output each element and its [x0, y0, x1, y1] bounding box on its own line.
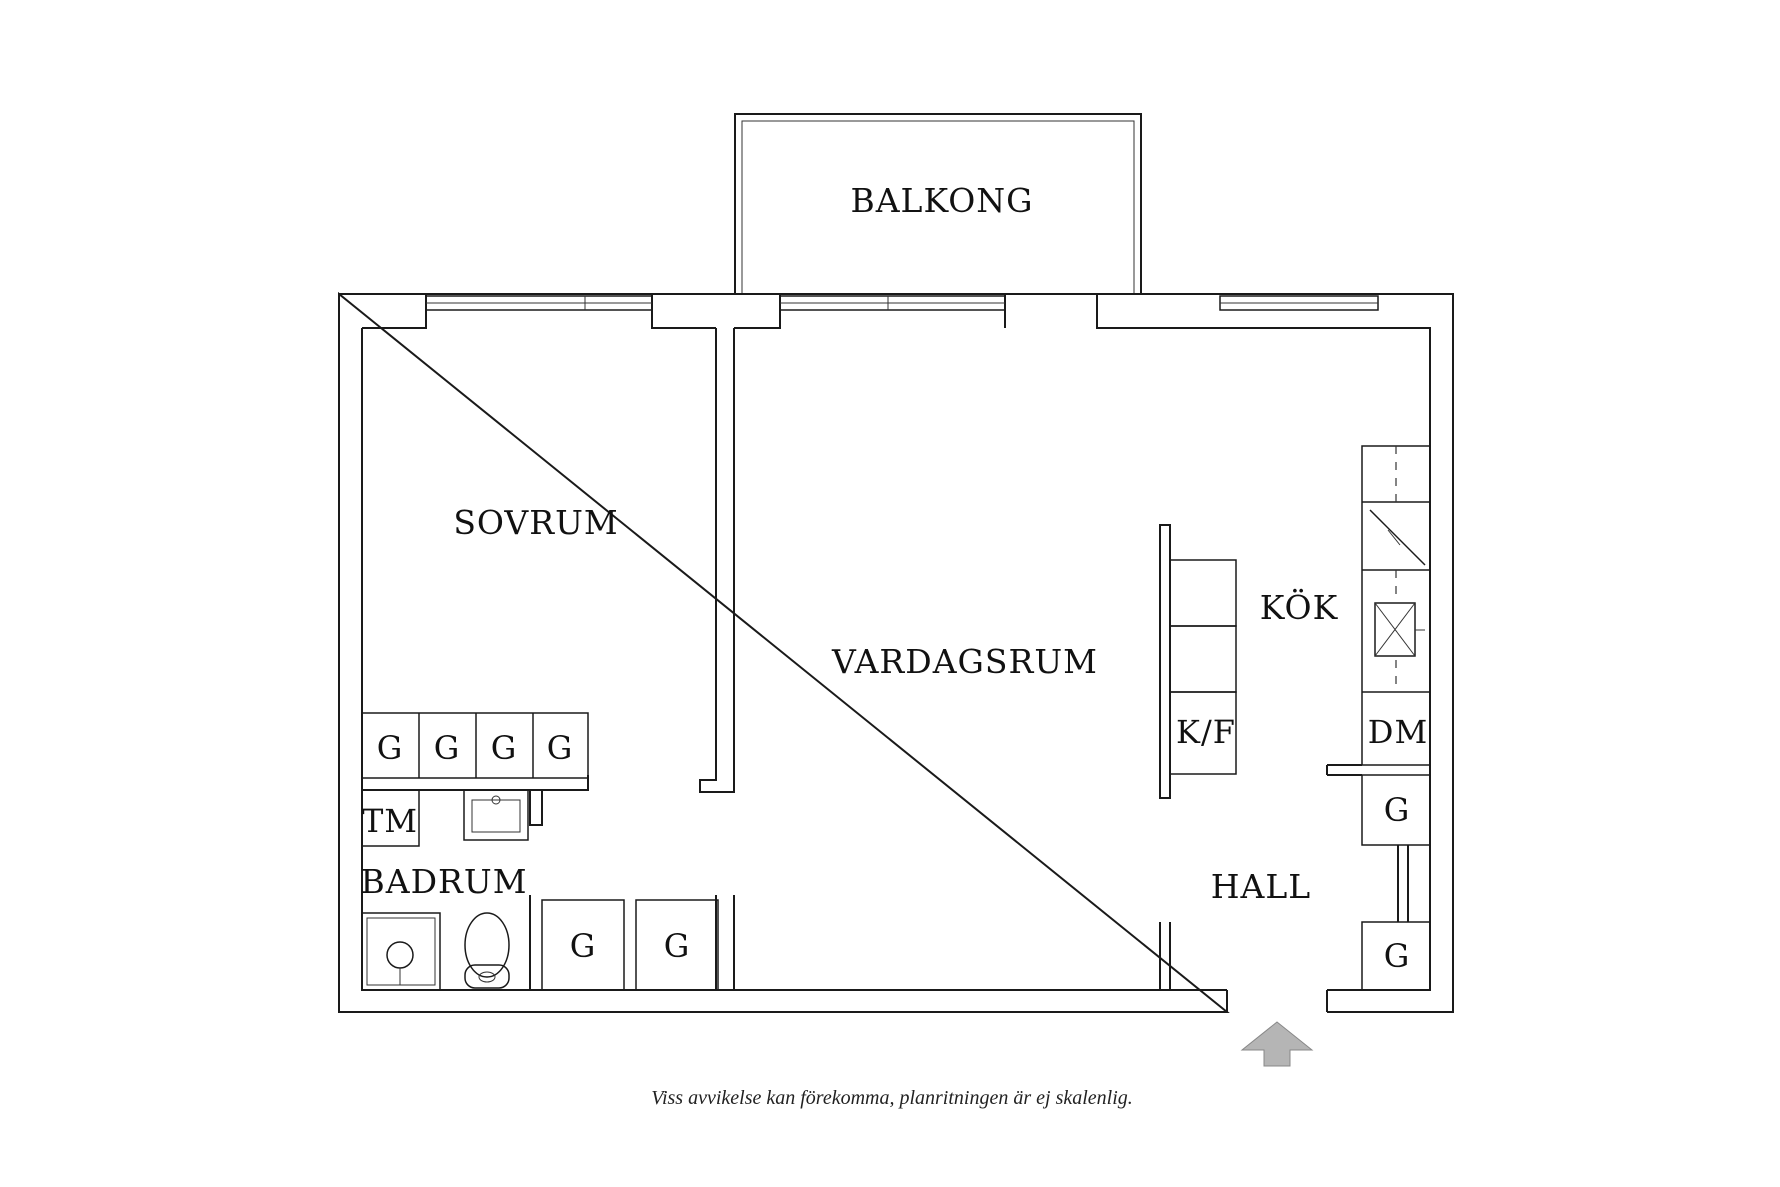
label-vardagsrum: VARDAGSRUM	[831, 642, 1098, 681]
entrance-arrow	[1240, 1021, 1314, 1067]
label-wardrobe-7: G	[1384, 791, 1411, 829]
label-wardrobe-8: G	[1384, 937, 1411, 975]
interior-walls	[362, 328, 1409, 990]
label-kok: KÖK	[1260, 587, 1339, 627]
label-wardrobe-3: G	[491, 729, 518, 767]
label-hall: HALL	[1211, 867, 1311, 906]
label-wardrobe-2: G	[434, 729, 461, 767]
sink	[463, 789, 529, 841]
label-wardrobe-1: G	[377, 729, 404, 767]
kitchen-island	[1169, 559, 1237, 775]
label-wardrobe-5: G	[570, 927, 597, 965]
label-fridge-freezer: K/F	[1176, 713, 1236, 751]
hall-wardrobes	[541, 774, 1431, 991]
windows	[425, 295, 1379, 311]
bedroom-wardrobes	[361, 712, 589, 779]
label-balkong: BALKONG	[850, 181, 1033, 220]
bathroom-fixtures	[361, 789, 529, 991]
label-wardrobe-4: G	[547, 729, 574, 767]
footnote: Viss avvikelse kan förekomma, planritnin…	[651, 1087, 1133, 1109]
toilet	[464, 912, 510, 978]
shower	[361, 912, 441, 991]
label-sovrum: SOVRUM	[453, 503, 618, 542]
label-badrum: BADRUM	[361, 862, 528, 901]
label-wardrobe-6: G	[664, 927, 691, 965]
washer-box	[361, 789, 420, 847]
kitchen-counter	[1361, 445, 1431, 766]
label-washer: TM	[362, 802, 418, 840]
label-dishwasher: DM	[1368, 713, 1428, 751]
